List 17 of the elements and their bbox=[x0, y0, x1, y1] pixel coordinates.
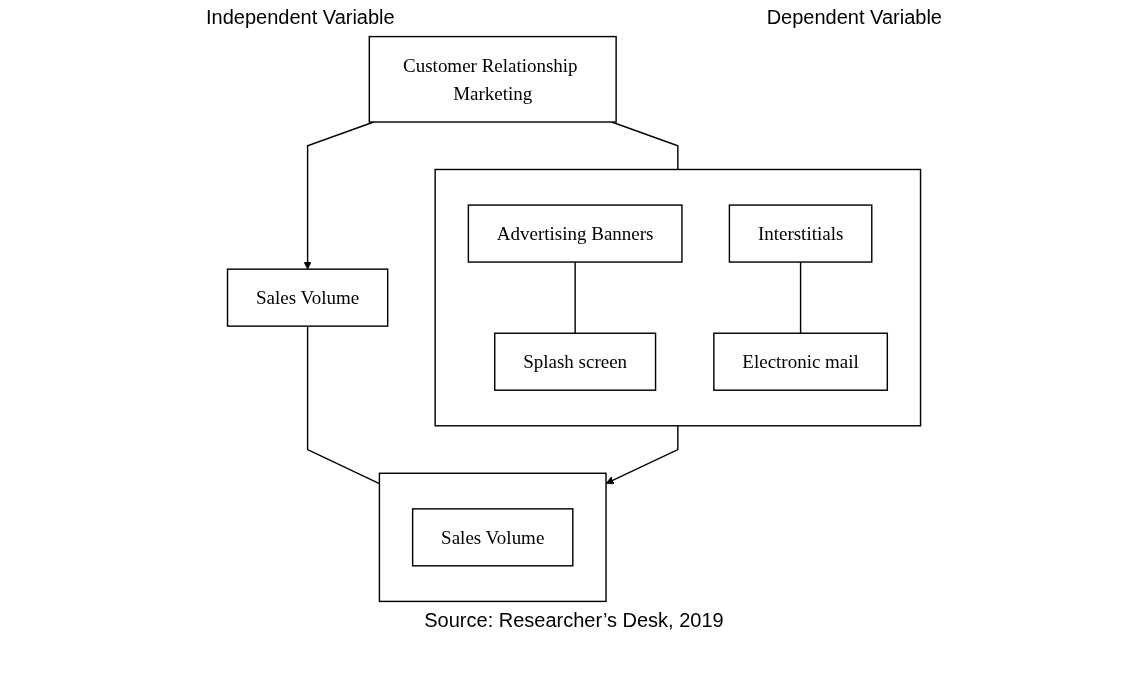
connector bbox=[611, 121, 679, 171]
node-box: Advertising Banners bbox=[467, 204, 683, 263]
node-box: Sales Volume bbox=[226, 268, 389, 327]
connector bbox=[799, 261, 802, 334]
column-heading: Dependent Variable bbox=[766, 6, 942, 29]
node-box: Electronic mail bbox=[713, 332, 888, 391]
node-box: Sales Volume bbox=[411, 508, 574, 567]
arrow bbox=[303, 121, 375, 270]
node-box: Interstitials bbox=[728, 204, 873, 263]
node-box: Customer Relationship Marketing bbox=[368, 35, 617, 123]
cluster bbox=[378, 472, 607, 603]
cluster bbox=[434, 168, 922, 427]
source-caption: Source: Researcher’s Desk, 2019 bbox=[424, 609, 724, 631]
arrow bbox=[605, 425, 679, 485]
node-box: Splash screen bbox=[494, 332, 657, 391]
connector bbox=[574, 261, 576, 334]
column-heading: Independent Variable bbox=[206, 6, 395, 29]
